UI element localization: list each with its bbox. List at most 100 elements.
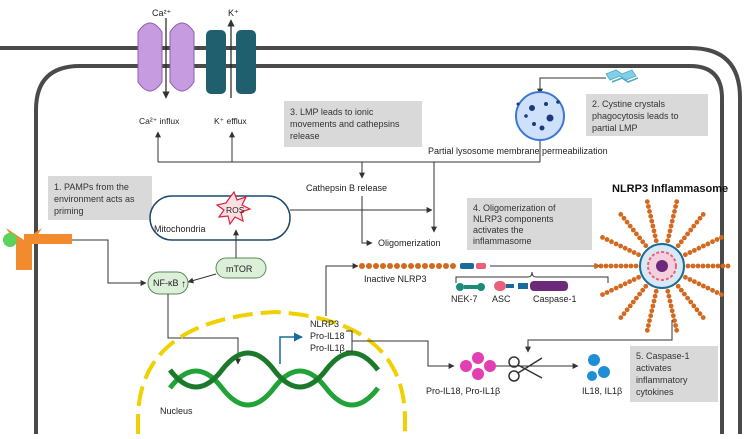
potassium-flux-label: K⁺ efflux: [214, 116, 247, 126]
inflammasome-bead: [672, 318, 677, 323]
cytokines-label: IL18, IL1β: [582, 386, 622, 396]
note-2-line-2: phagocytosis leads to: [592, 111, 679, 121]
inflammasome-bead: [673, 323, 678, 328]
mtor-label: mTOR: [226, 264, 253, 274]
inflammasome-bead: [678, 287, 684, 293]
inflammasome-bead: [692, 248, 697, 253]
pro-cytokine-icon: [460, 352, 496, 380]
inflammasome-bead: [672, 209, 677, 214]
inflammasome-bead: [652, 233, 658, 239]
nek7-icon: [456, 283, 485, 291]
ion-flux-connectors: [155, 131, 541, 233]
note-5-line-2: activates: [636, 363, 672, 373]
nucleus-envelope: [136, 309, 407, 434]
note-4-line-2: NLRP3 components: [473, 214, 554, 224]
inflammasome-bead: [690, 263, 696, 269]
receptor-icon: [6, 228, 72, 270]
calcium-label: Ca²⁺: [152, 8, 172, 18]
svg-text:inflammatory: inflammatory: [636, 375, 688, 385]
inflammasome-bead: [668, 223, 674, 229]
inflammasome-bead: [634, 231, 639, 237]
inactive-nlrp3-chain: [359, 263, 486, 269]
note-5-line-4: cytokines: [636, 387, 674, 397]
inflammasome-bead: [618, 315, 624, 320]
inflammasome-bead: [650, 223, 656, 229]
inflammasome-bead: [609, 239, 614, 245]
nfkb-up-arrow-icon: ↑: [181, 279, 186, 290]
inflammasome-bead: [668, 303, 674, 309]
inflammasome-bead: [673, 204, 678, 209]
gene-nlrp3: NLRP3: [310, 319, 339, 329]
inflammasome-bead: [636, 252, 641, 258]
note-5-line-1: 5. Caspase-1: [636, 351, 690, 361]
inflammasome-bead: [694, 219, 700, 225]
inflammasome-bead: [653, 238, 659, 244]
inflammasome-bead: [683, 252, 688, 258]
inflammasome-bead: [667, 298, 673, 304]
note-3-line-2: movements and cathepsins: [290, 119, 400, 129]
inflammasome-bead: [700, 263, 706, 269]
inflammasome-bead: [714, 290, 720, 295]
inflammasome-bead: [700, 212, 706, 217]
nfkb-label: NF-κB: [153, 278, 179, 288]
inflammasome-bead: [669, 308, 675, 314]
inflammasome-bead: [637, 291, 642, 297]
inflammasome-bead: [700, 315, 706, 320]
svg-text:environment acts as: environment acts as: [54, 194, 135, 204]
inflammasome-bead: [643, 243, 649, 249]
inflammasome-bead: [631, 250, 637, 255]
inflammasome-bead: [685, 263, 691, 269]
inflammasome-bead: [714, 237, 720, 242]
ros-label: ROS: [226, 205, 245, 215]
note-5: 5. Caspase-1 activates inflammatory cyto…: [630, 346, 718, 402]
svg-text:phagocytosis leads to: phagocytosis leads to: [592, 111, 679, 121]
inflammasome-bead: [719, 235, 724, 240]
inflammasome-bead: [683, 274, 688, 280]
transcription-arrow: [279, 332, 303, 364]
asc-icon: [494, 281, 514, 291]
inflammasome-bead: [627, 279, 632, 284]
gene-pro-il18: Pro-IL18: [310, 331, 345, 341]
note-2-line-3: partial LMP: [592, 123, 638, 133]
inflammasome-bead: [604, 237, 610, 242]
inflammasome-bead: [647, 318, 652, 323]
inflammasome-bead: [593, 263, 599, 269]
inflammasome-bead: [624, 307, 630, 313]
svg-text:release: release: [290, 131, 320, 141]
inflammasome-bead: [670, 213, 676, 219]
inflammasome-bead: [623, 263, 629, 269]
lysosome-icon: [515, 91, 565, 141]
inflammasome-bead: [682, 291, 687, 297]
potassium-label: K⁺: [228, 8, 239, 18]
inflammasome-bead: [725, 263, 731, 269]
inflammasome-bead: [710, 263, 716, 269]
inflammasome-bead: [710, 239, 715, 245]
note-4-line-3: activates the: [473, 225, 524, 235]
inflammasome-bead: [644, 199, 650, 205]
inflammasome-bead: [705, 263, 711, 269]
inflammasome-bead: [640, 287, 646, 293]
inflammasome-bead: [647, 209, 652, 214]
inflammasome-bead: [600, 292, 605, 297]
inflammasome-bead: [692, 279, 697, 284]
inflammasome-bead: [688, 299, 694, 305]
mitochondria-icon: [149, 195, 291, 241]
pamp-icon: [3, 233, 17, 247]
inflammasome-spokes: [593, 199, 731, 333]
inflammasome-bead: [598, 263, 604, 269]
asc-label: ASC: [492, 294, 511, 304]
ros-burst-icon: [215, 190, 252, 226]
inflammasome-bead: [710, 287, 715, 293]
inflammasome-bead: [651, 228, 657, 234]
inflammasome-bead: [643, 283, 649, 289]
inflammasome-bead: [613, 263, 619, 269]
note-1-line-3: priming: [54, 206, 84, 216]
svg-text:1. PAMPs from the: 1. PAMPs from the: [54, 182, 129, 192]
inflammasome-bead: [621, 215, 627, 221]
inflammasome-bead: [648, 313, 654, 319]
inflammasome-bead: [682, 235, 687, 241]
svg-text:3. LMP leads to ionic: 3. LMP leads to ionic: [290, 107, 374, 117]
note-3-line-3: release: [290, 131, 320, 141]
inflammasome-bead: [665, 238, 671, 244]
